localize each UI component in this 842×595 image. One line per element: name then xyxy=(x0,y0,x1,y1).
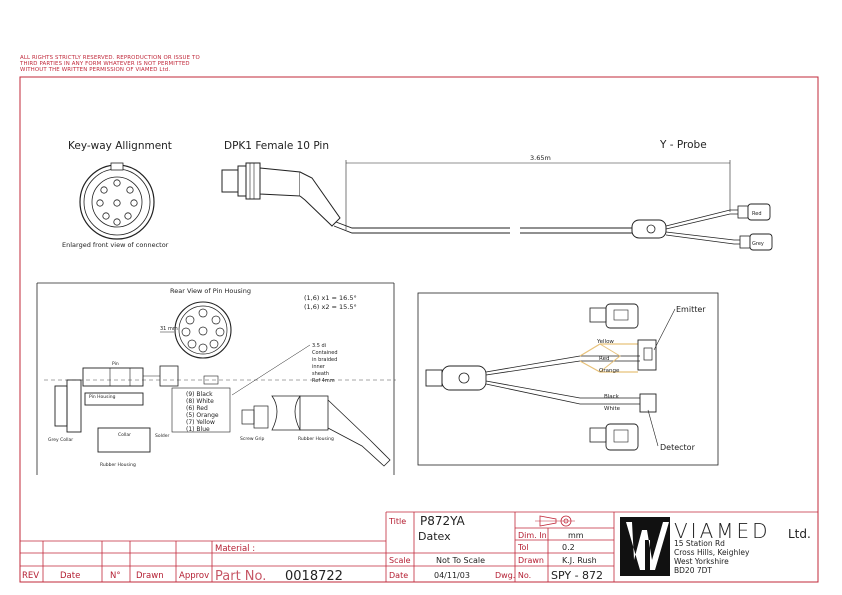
date-label: Date xyxy=(389,571,408,580)
address-line: 15 Station Rd xyxy=(674,539,725,548)
drawn-value: K.J. Rush xyxy=(562,556,597,565)
wire-red: (6) Red xyxy=(186,405,208,412)
dim-in-label: Dim. In xyxy=(518,531,547,540)
length-label: 3.65m xyxy=(530,154,551,162)
dwg-no-value: SPY - 872 xyxy=(551,569,603,582)
date-value: 04/11/03 xyxy=(434,571,470,580)
approv-header: Approv xyxy=(179,571,209,581)
rubber-housing-label-2: Rubber Housing xyxy=(298,436,334,442)
cable-note: inner xyxy=(312,364,326,370)
copyright-line: ALL RIGHTS STRICTLY RESERVED. REPRODUCTI… xyxy=(20,55,200,61)
drawn-header: Drawn xyxy=(136,571,164,581)
number-header: N° xyxy=(110,571,121,581)
wire-black: (9) Black xyxy=(186,391,213,398)
cable-note: in braided xyxy=(312,357,337,363)
company-suffix: Ltd. xyxy=(788,527,811,541)
copyright-line: THIRD PARTIES IN ANY FORM WHATEVER IS NO… xyxy=(20,61,190,67)
rear-view-title: Rear View of Pin Housing xyxy=(170,287,251,295)
material-label: Material : xyxy=(215,544,255,554)
orange-wire-label: Orange xyxy=(599,368,620,374)
probe-wiring-drawing: Yellow Red Orange Emitter Black White De… xyxy=(417,292,719,466)
pin-height-label: 31 mm xyxy=(160,326,178,332)
cable-note: Ref 4mm xyxy=(312,378,335,384)
pin-note-1: (1,6) x1 = 16.5° xyxy=(304,294,357,302)
wire-orange: (5) Orange xyxy=(186,412,219,419)
cable-note: 3.5 di xyxy=(312,343,326,349)
screw-grip-label: Screw Grip xyxy=(240,436,265,442)
scale-value: Not To Scale xyxy=(436,556,485,565)
keyway-title: Key-way Allignment xyxy=(68,140,172,152)
connector-title: DPK1 Female 10 Pin xyxy=(224,140,329,152)
title-block: REV Date N° Drawn Approv Material : Part… xyxy=(20,511,818,584)
sheet-border xyxy=(19,76,819,583)
tol-value: 0.2 xyxy=(562,543,575,552)
copyright-line: WITHOUT THE WRITTEN PERMISSION OF VIAMED… xyxy=(20,67,171,73)
keyway-connector-view: Key-way Allignment Enlarged front view o… xyxy=(62,140,172,249)
wire-white: (8) White xyxy=(186,398,214,405)
scale-label: Scale xyxy=(389,556,411,565)
title-value: P872YA xyxy=(420,514,466,528)
tol-label: Tol xyxy=(517,543,529,552)
dwg-no-label: Dwg. No. xyxy=(495,571,531,580)
part-no-label: Part No. xyxy=(215,569,266,584)
connector-cable-view: DPK1 Female 10 Pin 3.65m Red Grey Y - Pr… xyxy=(221,139,773,251)
detector-label: Detector xyxy=(660,443,696,452)
title-label: Title xyxy=(388,517,406,526)
company-name: VIAMED xyxy=(674,519,771,543)
viamed-logo xyxy=(620,517,670,576)
emitter-tag: Red xyxy=(752,211,762,217)
cable-note: sheath xyxy=(312,371,329,377)
cable-note: Contained xyxy=(312,350,338,356)
white-wire-label: White xyxy=(604,406,621,412)
detector-tag: Grey xyxy=(752,241,764,247)
pin-housing-label: Pin Housing xyxy=(89,394,116,400)
wire-blue: (1) Blue xyxy=(186,426,210,433)
address-line: West Yorkshire xyxy=(674,557,729,566)
title-subtitle: Datex xyxy=(418,530,451,543)
rubber-housing-label: Rubber Housing xyxy=(100,462,136,468)
probe-title: Y - Probe xyxy=(659,139,707,151)
collar-label: Collar xyxy=(118,432,131,438)
address-line: Cross Hills, Keighley xyxy=(674,548,750,557)
grey-collar-label: Grey Collar xyxy=(48,437,73,443)
dim-in-value: mm xyxy=(568,531,584,540)
red-wire-label: Red xyxy=(599,356,609,362)
keyway-caption: Enlarged front view of connector xyxy=(62,241,169,249)
part-no-value: 0018722 xyxy=(285,569,343,584)
rev-header: REV xyxy=(22,571,39,581)
drawn-label: Drawn xyxy=(518,556,544,565)
pin-label: Pin xyxy=(112,361,119,367)
emitter-label: Emitter xyxy=(676,305,706,314)
black-wire-label: Black xyxy=(604,394,620,400)
date-header: Date xyxy=(60,571,80,581)
pin-note-2: (1,6) x2 = 15.5° xyxy=(304,303,357,311)
solder-label: Solder xyxy=(155,433,169,439)
wire-yellow: (7) Yellow xyxy=(186,419,215,426)
assembly-drawing: Rear View of Pin Housing (1,6) x1 = 16.5… xyxy=(36,282,396,475)
yellow-wire-label: Yellow xyxy=(596,339,614,345)
copyright-notice: ALL RIGHTS STRICTLY RESERVED. REPRODUCTI… xyxy=(20,55,200,73)
address-line: BD20 7DT xyxy=(674,566,712,575)
projection-symbol xyxy=(535,515,575,527)
